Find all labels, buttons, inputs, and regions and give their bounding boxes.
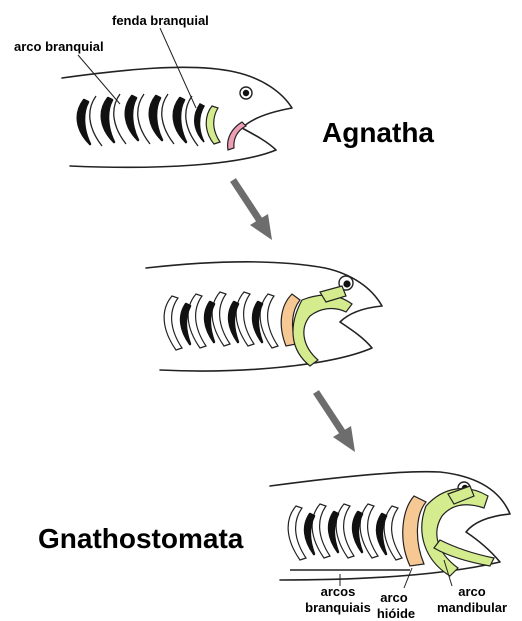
agnatha-title: Agnatha bbox=[322, 117, 434, 148]
gnathostomata-fish: Gnathostomata arcos branquiais arco hiói… bbox=[38, 472, 510, 621]
label-branchial-line1: arcos bbox=[321, 584, 356, 599]
label-gill-arch: arco branquial bbox=[14, 39, 104, 54]
agnatha-hyoid-slit bbox=[195, 104, 204, 142]
agnatha-mandibular-arch bbox=[206, 106, 220, 144]
label-branchial-line2: branquiais bbox=[305, 600, 371, 615]
label-hyoid-line2: hióide bbox=[377, 606, 415, 621]
agnatha-premandibular-arch bbox=[228, 122, 246, 150]
evolution-arrow-1 bbox=[233, 180, 272, 240]
gnathostomata-title: Gnathostomata bbox=[38, 523, 244, 554]
hyoid-leader bbox=[404, 568, 412, 588]
gill-arch-leader bbox=[78, 55, 120, 104]
evolution-arrow-2 bbox=[316, 392, 355, 452]
label-gill-slit: fenda branquial bbox=[112, 13, 209, 28]
intermediate-fish bbox=[146, 262, 382, 371]
agnatha-fish: arco branquial fenda branquial Agnatha bbox=[14, 13, 434, 167]
label-mandibular-line2: mandibular bbox=[437, 600, 507, 615]
agnatha-eye bbox=[240, 87, 252, 99]
intermediate-mandibular-arch bbox=[293, 295, 352, 366]
label-hyoid-line1: arco bbox=[380, 590, 408, 605]
label-mandibular-line1: arco bbox=[458, 584, 486, 599]
